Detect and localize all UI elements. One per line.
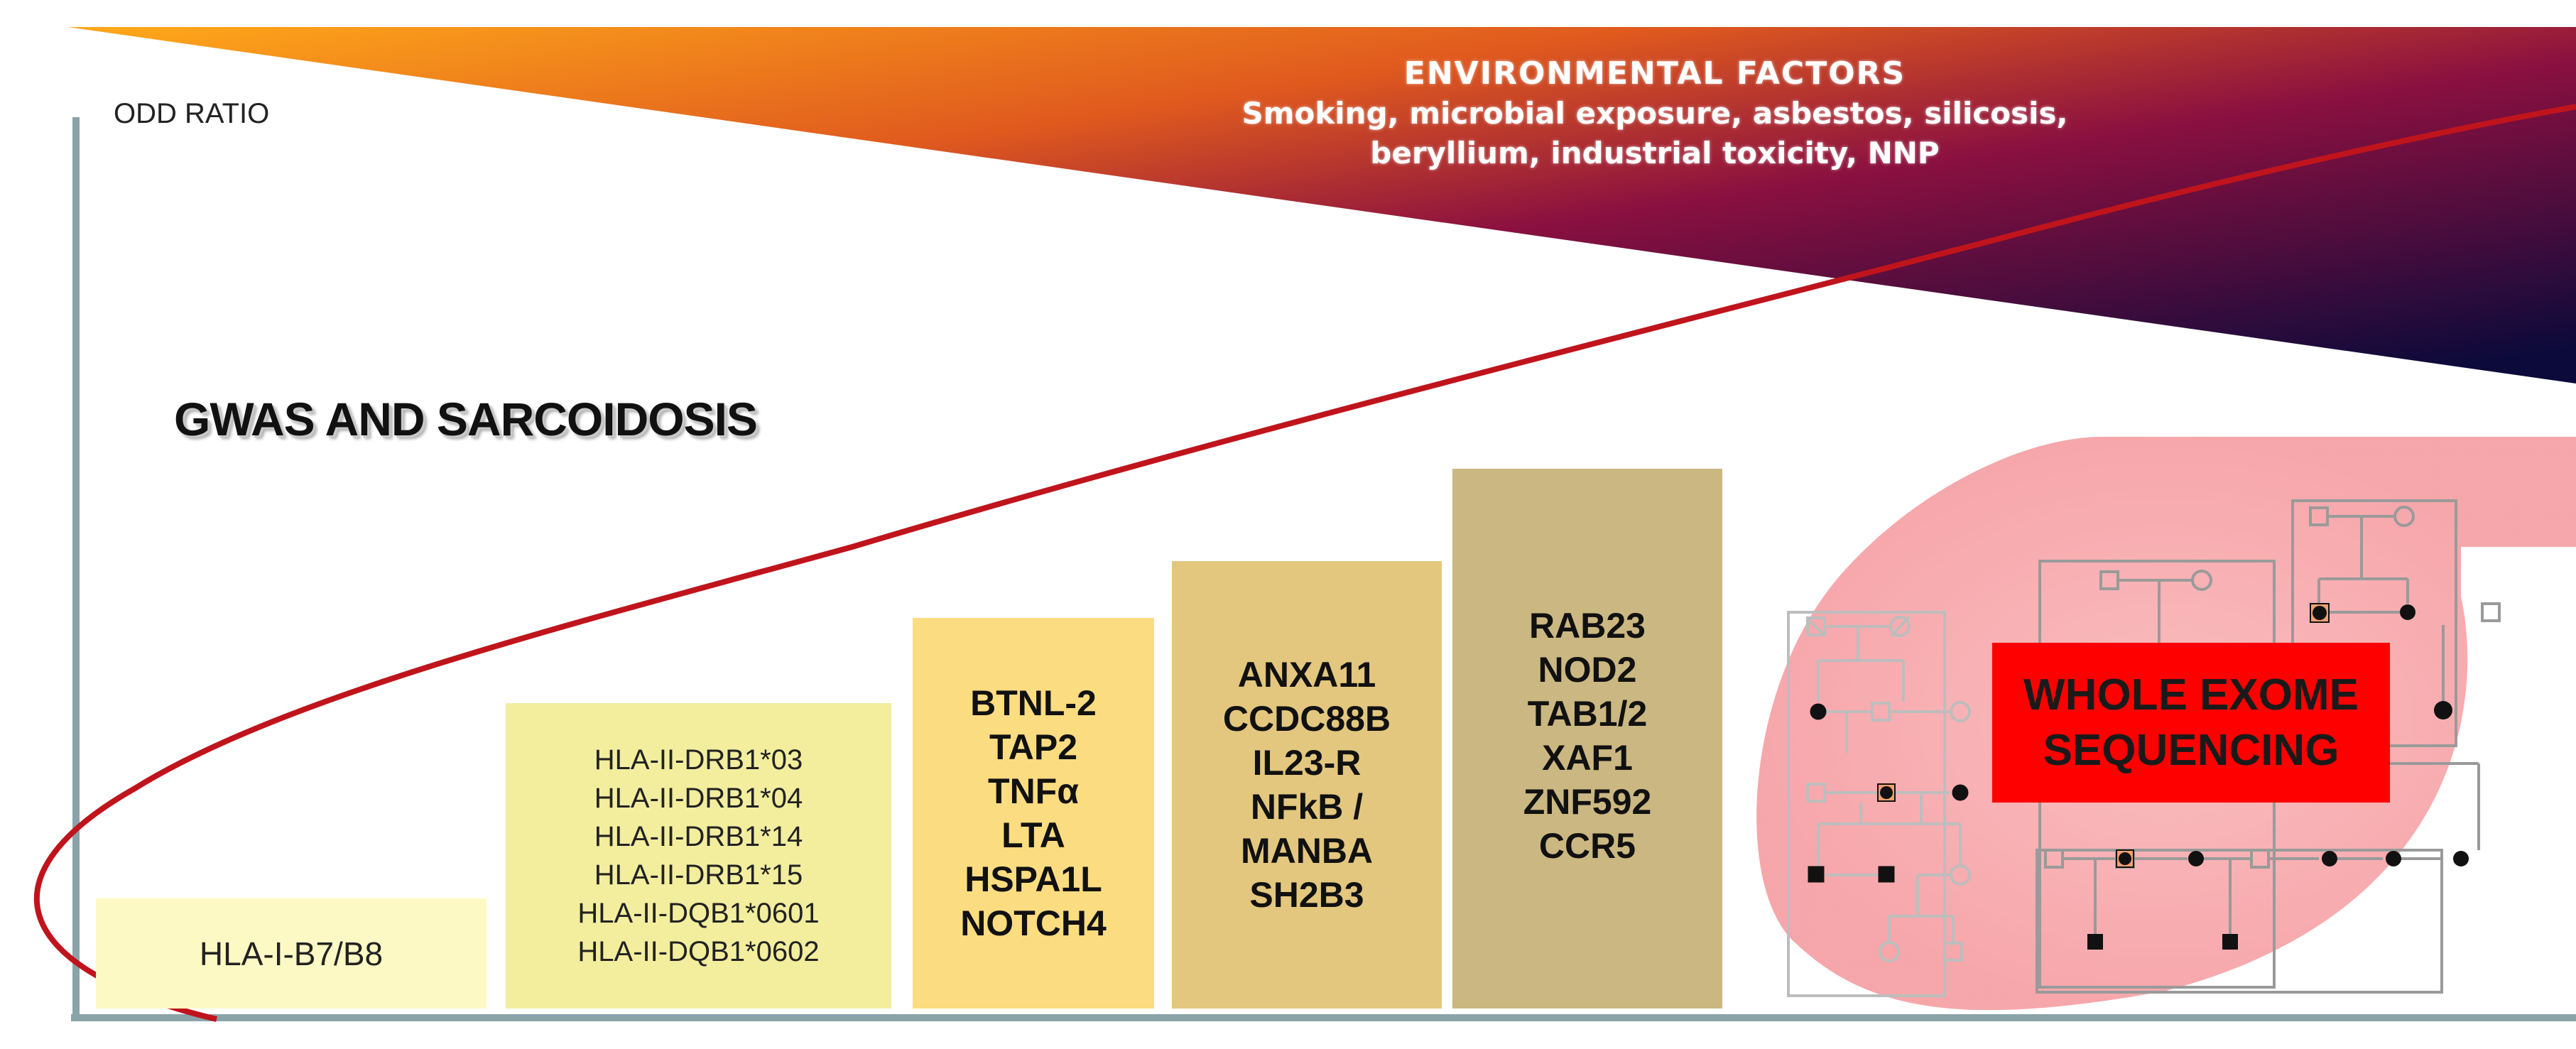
gene-box-3: BTNL-2 TAP2 TNFα LTA HSPA1L NOTCH4 [913,618,1154,1009]
gene-label: TNFα [988,771,1079,811]
environmental-factors-title: ENVIRONMENTAL FACTORS [1403,55,1906,92]
gene-label: SH2B3 [1249,875,1364,915]
pedigree-1-proband-dot [1880,786,1893,799]
pedigree-2-proband-dot [2119,852,2131,865]
pedigree-1 [1787,611,1971,997]
gene-label: HLA-II-DRB1*15 [594,859,803,891]
gene-label: HLA-II-DQB1*0601 [577,898,820,929]
gene-label: MANBA [1240,831,1374,871]
gene-label: HLA-II-DRB1*04 [594,783,803,814]
gene-box-2: HLA-II-DRB1*03 HLA-II-DRB1*04 HLA-II-DRB… [506,703,891,1009]
environmental-factors: ENVIRONMENTAL FACTORS Smoking, microbial… [1016,54,2294,173]
gene-box-4: ANXA11 CCDC88B IL23-R NFkB / MANBA SH2B3 [1172,561,1442,1009]
gene-label: HLA-II-DRB1*14 [594,821,803,852]
pedigree-1-affected [1808,703,1969,883]
gene-label: IL23-R [1252,743,1362,783]
pedigree-3-proband-dot [2313,606,2327,620]
gene-box-5: RAB23 NOD2 TAB1/2 XAF1 ZNF592 CCR5 [1452,469,1722,1009]
gene-label: NFkB / [1250,787,1364,827]
figure-title: GWAS AND SARCOIDOSIS [174,393,758,445]
gene-label: BTNL-2 [970,683,1097,723]
gene-label: ZNF592 [1523,782,1652,822]
pedigree-2-affected [2087,851,2469,950]
gene-label: HSPA1L [964,859,1102,899]
environmental-factors-line-1: Smoking, microbial exposure, asbestos, s… [1241,96,2068,131]
gene-label: ANXA11 [1237,655,1376,695]
environmental-factors-line-2: beryllium, industrial toxicity, NNP [1370,136,1940,170]
odds-ratio-curve [33,104,2576,1022]
gene-label: TAB1/2 [1527,694,1648,734]
gene-label: CCR5 [1538,826,1636,866]
gene-label: CCDC88B [1222,699,1391,739]
gene-label: HLA-I-B7/B8 [199,935,384,972]
wes-line-1: WHOLE EXOME [2023,670,2359,719]
environmental-wedge [67,27,2576,384]
y-axis-label: ODD RATIO [114,98,270,129]
pedigree-3-affected-2 [2400,604,2415,620]
gene-label: NOTCH4 [960,903,1107,943]
gene-label: NOD2 [1538,650,1637,690]
pedigree-3 [2291,499,2501,747]
gene-label: LTA [1001,815,1065,855]
whole-exome-sequencing-label: WHOLE EXOME SEQUENCING [1992,643,2390,803]
gene-label: RAB23 [1529,606,1646,646]
gene-box-1: HLA-I-B7/B8 [96,898,487,1009]
pedigree-3-affected [2434,701,2452,719]
wes-line-2: SEQUENCING [2043,725,2339,775]
gene-label: HLA-II-DRB1*03 [594,744,803,776]
gene-label: HLA-II-DQB1*0602 [577,936,820,967]
gene-label: TAP2 [989,727,1078,767]
gene-label: XAF1 [1542,738,1633,778]
